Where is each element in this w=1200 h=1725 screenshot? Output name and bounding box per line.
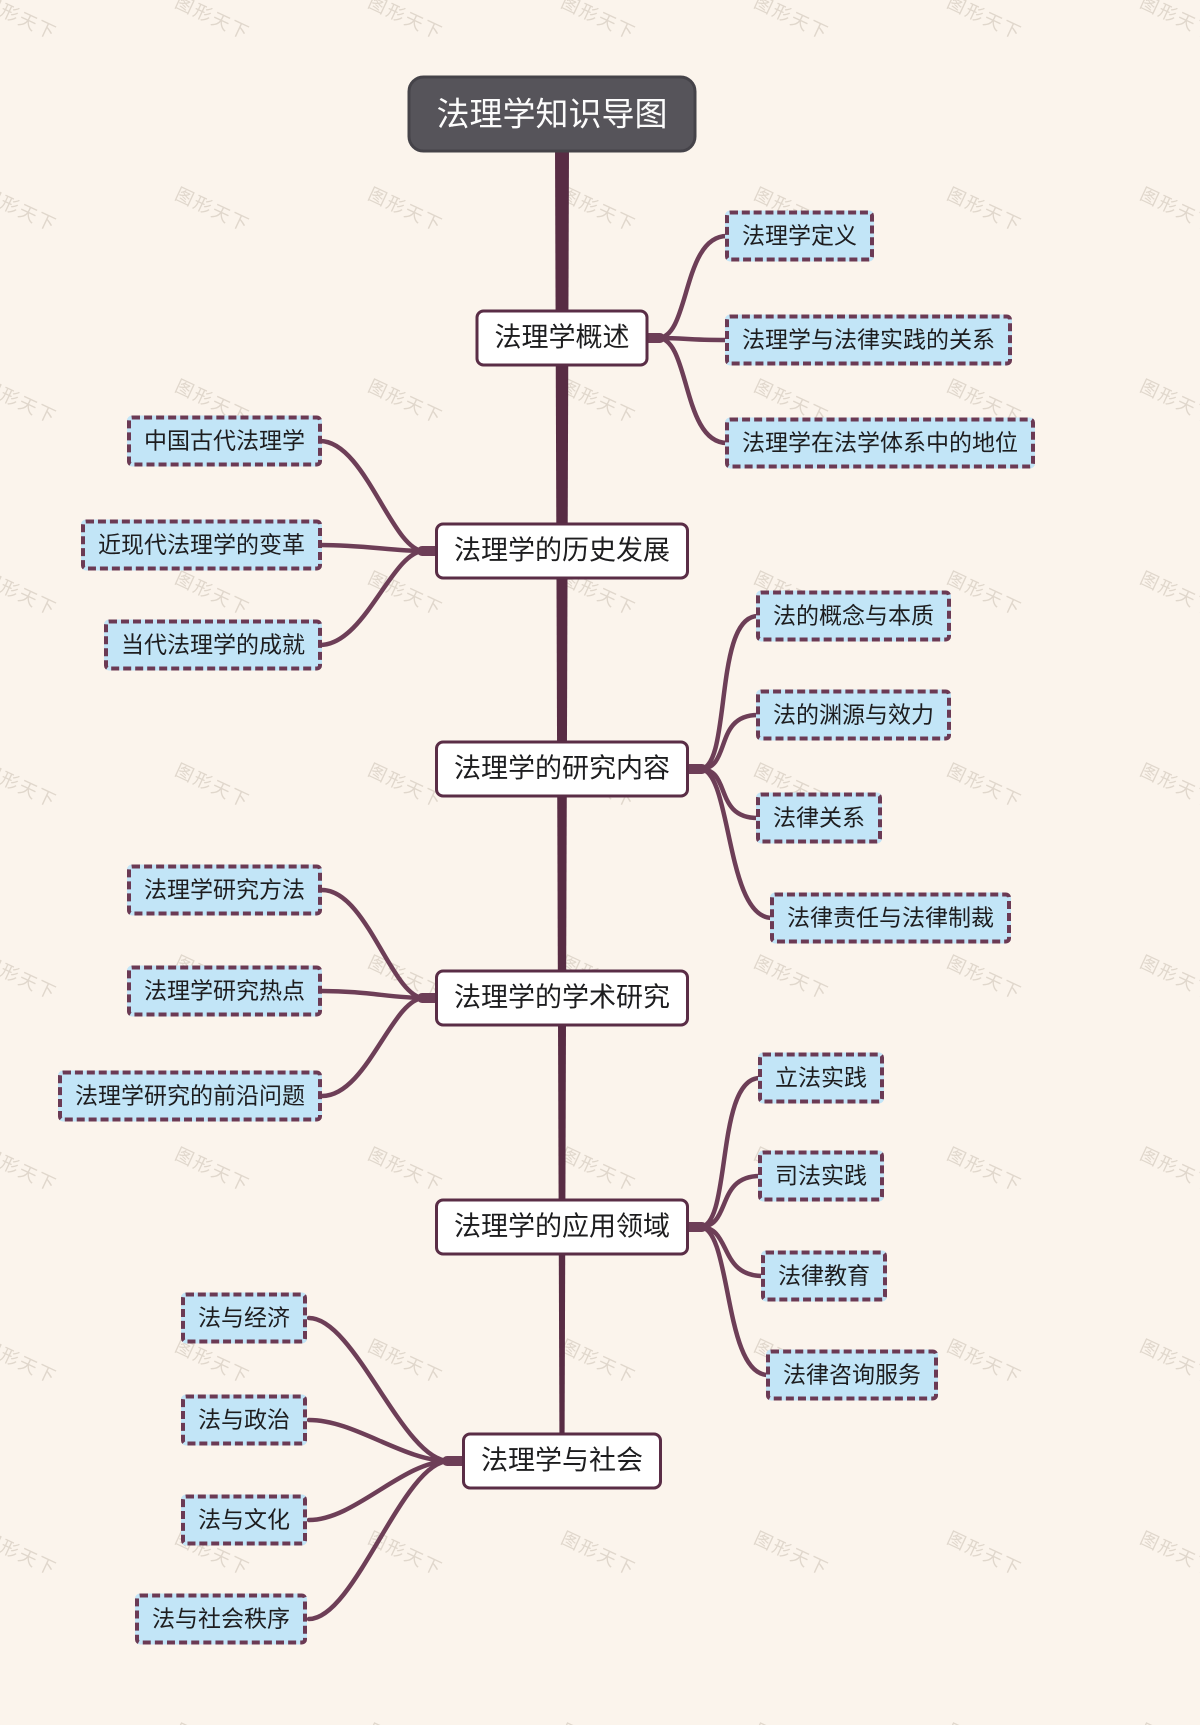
child-node-law-economy[interactable]: 法与经济 [181, 1292, 307, 1344]
child-node-ancient-chinese[interactable]: 中国古代法理学 [127, 415, 322, 467]
child-node-frontier-issues[interactable]: 法理学研究的前沿问题 [58, 1070, 322, 1122]
child-node-definition[interactable]: 法理学定义 [725, 210, 874, 262]
child-node-legal-relations[interactable]: 法律关系 [756, 792, 882, 844]
branch-curves [306, 233, 775, 1622]
child-node-concept-essence[interactable]: 法的概念与本质 [756, 590, 951, 642]
child-node-legal-education[interactable]: 法律教育 [761, 1250, 887, 1302]
child-node-legislative-practice[interactable]: 立法实践 [758, 1052, 884, 1104]
branch-node-overview[interactable]: 法理学概述 [475, 309, 649, 367]
branch-node-research-content[interactable]: 法理学的研究内容 [435, 740, 689, 798]
branch-node-law-society[interactable]: 法理学与社会 [462, 1432, 662, 1490]
child-node-law-politics[interactable]: 法与政治 [181, 1394, 307, 1446]
child-node-position-in-legal-system[interactable]: 法理学在法学体系中的地位 [725, 417, 1035, 469]
child-node-law-social-order[interactable]: 法与社会秩序 [135, 1593, 307, 1645]
child-node-research-methods[interactable]: 法理学研究方法 [127, 864, 322, 916]
branch-node-history[interactable]: 法理学的历史发展 [435, 522, 689, 580]
child-node-practice-relation[interactable]: 法理学与法律实践的关系 [725, 314, 1012, 366]
child-node-law-culture[interactable]: 法与文化 [181, 1494, 307, 1546]
root-node-title[interactable]: 法理学知识导图 [407, 75, 697, 153]
trunk-line [555, 146, 569, 1462]
child-node-liability-sanctions[interactable]: 法律责任与法律制裁 [770, 892, 1011, 944]
branch-node-academic-research[interactable]: 法理学的学术研究 [435, 969, 689, 1027]
child-node-modern-reform[interactable]: 近现代法理学的变革 [81, 519, 322, 571]
child-node-research-hotspots[interactable]: 法理学研究热点 [127, 965, 322, 1017]
branch-node-application-fields[interactable]: 法理学的应用领域 [435, 1198, 689, 1256]
child-node-judicial-practice[interactable]: 司法实践 [758, 1150, 884, 1202]
child-node-contemporary-achievements[interactable]: 当代法理学的成就 [104, 619, 322, 671]
child-node-sources-effect[interactable]: 法的渊源与效力 [756, 689, 951, 741]
child-node-legal-consulting[interactable]: 法律咨询服务 [766, 1349, 938, 1401]
